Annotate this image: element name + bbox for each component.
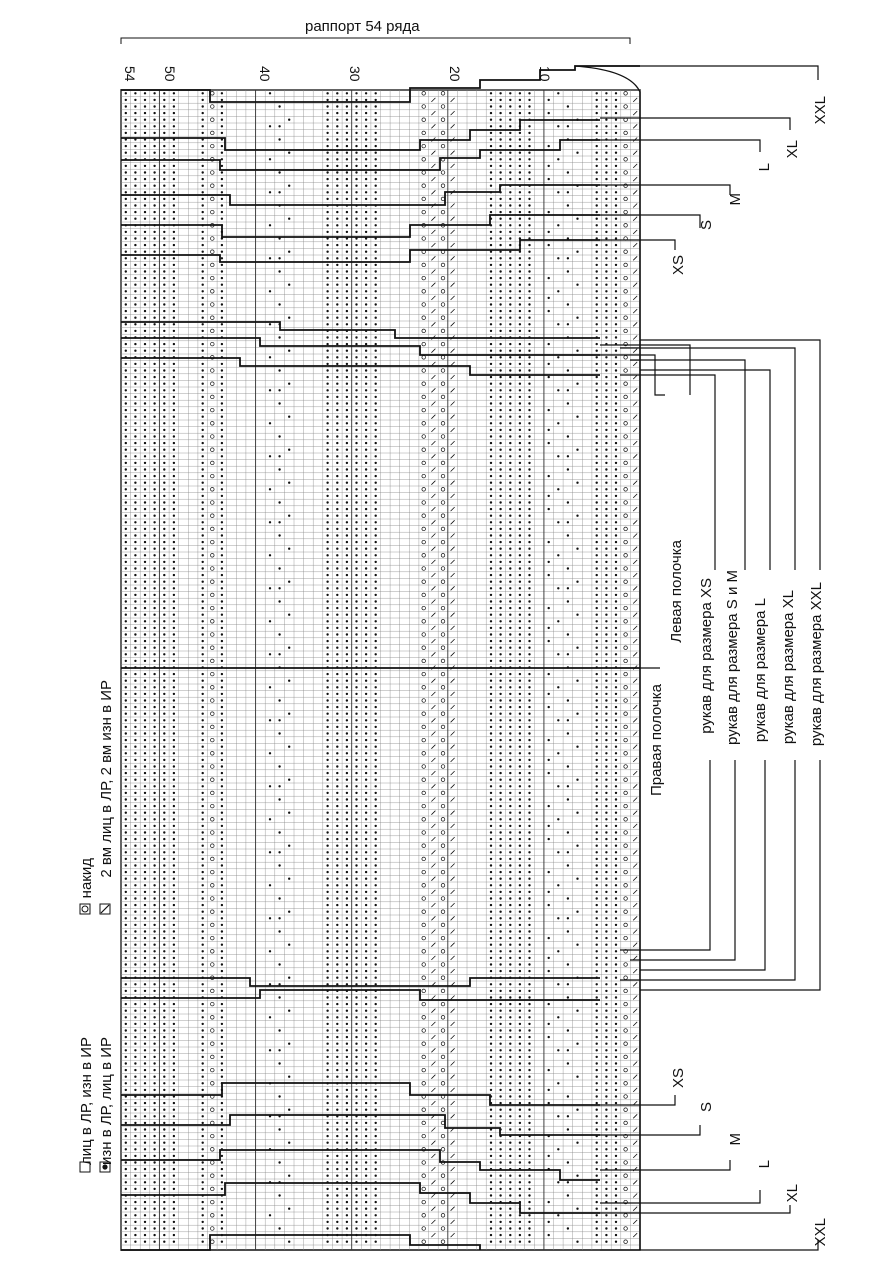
leader-line-15	[630, 760, 736, 961]
row-number-20: 20	[447, 66, 463, 82]
row-number-54: 54	[122, 66, 138, 82]
outline-step-5	[121, 239, 600, 263]
outline-step-16	[121, 1234, 481, 1251]
k2tog-slashes	[431, 97, 638, 1238]
row-number-30: 30	[347, 66, 363, 82]
size-top-xxl: XXL	[812, 96, 829, 125]
leader-line-14	[620, 760, 711, 951]
chart-grid	[120, 89, 641, 1251]
size-top-xs: XS	[670, 255, 687, 276]
leader-line-24	[600, 1240, 819, 1251]
legend-k2tog-swatch	[99, 903, 111, 915]
chart-symbols	[124, 91, 638, 1244]
label-sleeve-xxl: рукав для размера XXL	[808, 582, 825, 747]
label-sleeve-sm: рукав для размера S и M	[724, 570, 741, 745]
leader-line-20	[600, 1125, 701, 1136]
outline-step-12	[121, 1082, 600, 1106]
row-number-40: 40	[257, 66, 273, 82]
outline-step-3	[121, 184, 600, 206]
outline-step-11	[121, 989, 600, 1001]
sleeve-cap-curve	[574, 65, 641, 1250]
outline-step-8	[121, 357, 600, 376]
outline-step-4	[121, 214, 600, 238]
leader-line-11	[620, 347, 796, 570]
leader-line-18	[640, 760, 821, 991]
legend-dot-swatch	[99, 1161, 111, 1173]
outline-step-0	[121, 65, 640, 103]
legend-empty-text: лиц в ЛР, изн в ИР	[78, 1037, 95, 1166]
leader-line-17	[620, 760, 796, 981]
size-top-s: S	[698, 220, 715, 231]
size-bottom-s: S	[698, 1102, 715, 1113]
size-bottom-l: L	[756, 1160, 773, 1169]
size-bottom-m: M	[727, 1133, 744, 1146]
leader-line-8	[620, 374, 716, 570]
size-top-xl: XL	[784, 140, 801, 159]
label-left-front: Левая полочка	[668, 540, 685, 643]
leader-line-10	[640, 369, 771, 570]
label-sleeve-xs: рукав для размера XS	[698, 578, 715, 734]
chart-labels: 54 50 40 30 20 10	[79, 66, 553, 1173]
repeat-label: раппорт 54 ряда	[305, 18, 420, 35]
label-sleeve-l: рукав для размера L	[752, 598, 769, 743]
leader-line-7	[600, 344, 691, 395]
outline-step-1	[121, 119, 600, 151]
size-top-l: L	[756, 163, 773, 172]
outline-step-6	[121, 321, 600, 339]
size-top-m: M	[727, 193, 744, 206]
outline-step-13	[121, 1114, 600, 1136]
leader-line-4	[600, 214, 701, 228]
legend-k2tog-text: 2 вм лиц в ЛР, 2 вм изн в ИР	[98, 680, 115, 878]
size-bottom-xl: XL	[784, 1184, 801, 1203]
leader-line-23	[600, 1205, 791, 1214]
size-bottom-xs: XS	[670, 1068, 687, 1089]
leader-line-5	[600, 239, 676, 250]
leader-line-16	[640, 760, 766, 971]
leader-line-19	[600, 1095, 676, 1106]
outline-step-14	[121, 1149, 600, 1181]
size-outline-lines	[120, 37, 821, 1251]
outline-step-2	[121, 139, 600, 171]
leader-line-1	[600, 117, 791, 130]
grid-lines	[120, 89, 641, 1250]
leader-line-21	[600, 1160, 731, 1171]
outline-step-10	[121, 977, 600, 987]
repeat-brace	[120, 37, 631, 44]
legend-empty-swatch	[79, 1161, 91, 1173]
leader-line-3	[600, 184, 731, 195]
row-number-10: 10	[537, 66, 553, 82]
leader-line-22	[600, 1190, 761, 1204]
legend-yarnover-swatch	[79, 903, 91, 915]
yarn-over-circles	[210, 91, 628, 1244]
outline-step-7	[121, 337, 600, 356]
row-number-50: 50	[162, 66, 178, 82]
legend-dot-text: изн в ЛР, лиц в ИР	[98, 1037, 115, 1166]
leader-line-2	[600, 139, 761, 152]
leader-line-9	[630, 359, 746, 570]
leader-line-12	[640, 339, 821, 570]
leader-line-0	[600, 65, 819, 80]
outline-step-15	[121, 1182, 600, 1214]
label-right-front: Правая полочка	[648, 684, 665, 797]
legend-yarnover-text: накид	[78, 858, 95, 899]
label-sleeve-xl: рукав для размера XL	[780, 590, 797, 745]
size-bottom-xxl: XXL	[812, 1218, 829, 1247]
